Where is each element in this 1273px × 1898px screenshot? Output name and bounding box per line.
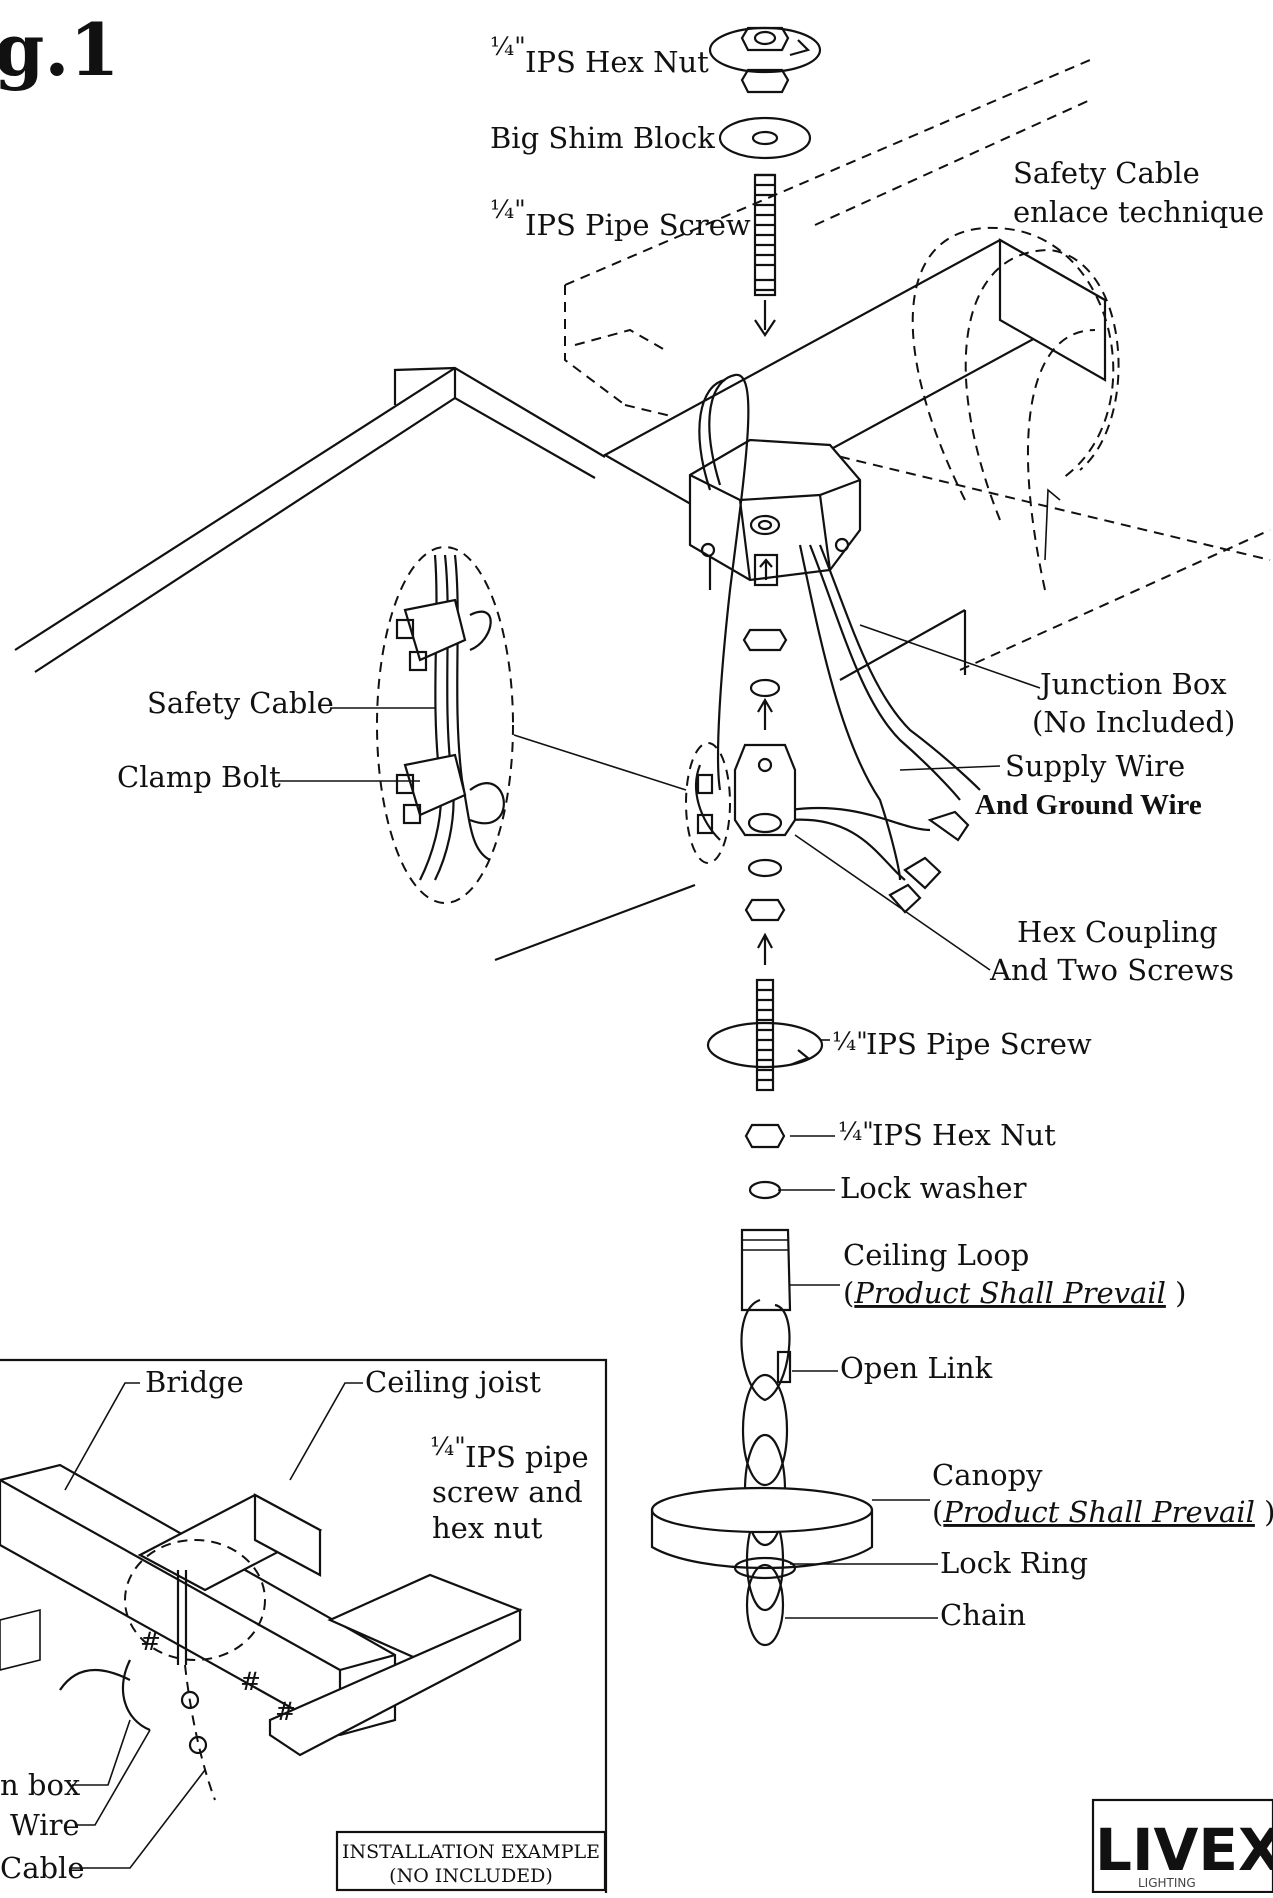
fraction-pipe-bottom: ¼" (832, 1027, 868, 1056)
label-ceiling-loop-1: Ceiling Loop (843, 1238, 1029, 1272)
label-open-link: Open Link (840, 1351, 993, 1385)
junction-box (688, 438, 862, 587)
hex-coupling-assembly (733, 628, 991, 971)
label-hex-nut-bottom: IPS Hex Nut (872, 1118, 1056, 1152)
inset-label-junction-box: n box (0, 1768, 80, 1802)
small-clamp (513, 734, 731, 864)
ceiling-joist (602, 238, 1108, 681)
left-labels: Safety Cable Clamp Bolt (117, 686, 334, 794)
fraction-hex-bottom: ¼" (838, 1117, 874, 1146)
label-pipe-screw-top: IPS Pipe Screw (525, 208, 751, 242)
label-chain: Chain (940, 1598, 1026, 1632)
bottom-hardware (650, 932, 874, 1647)
safety-cable-detail (376, 546, 514, 904)
label-clamp-bolt: Clamp Bolt (117, 760, 281, 794)
supply-wires (698, 373, 1001, 914)
label-canopy-2: (Product Shall Prevail ) (932, 1495, 1273, 1529)
safety-cable-enlace (911, 227, 1120, 591)
inset-caption-1: INSTALLATION EXAMPLE (342, 1841, 600, 1863)
inset-label-bridge: Bridge (145, 1365, 244, 1399)
label-supply-wire-2: And Ground Wire (975, 789, 1202, 821)
installation-inset: # # # Bridge Ceiling joist ¼" IPS pipe s… (0, 1358, 608, 1893)
top-labels: ¼" IPS Hex Nut Big Shim Block ¼" IPS Pip… (490, 32, 1264, 242)
label-ceiling-loop-2: (Product Shall Prevail ) (843, 1276, 1186, 1310)
inset-label-pipe-screw-3: hex nut (432, 1511, 543, 1545)
inset-label-wire: Wire (10, 1808, 80, 1842)
label-hex-coupling-2: And Two Screws (989, 953, 1234, 987)
leader-lines (275, 624, 1041, 1619)
label-supply-wire-1: Supply Wire (1005, 749, 1185, 783)
right-labels: Junction Box (No Included) Supply Wire A… (832, 667, 1273, 1632)
ceiling-slab (14, 366, 696, 962)
canopy-prevail: Product Shall Prevail (942, 1495, 1255, 1529)
figure-title: g.1 (0, 7, 120, 92)
inset-label-pipe-screw-2: screw and (432, 1475, 583, 1509)
label-hex-nut-top: IPS Hex Nut (525, 45, 709, 79)
label-lock-washer: Lock washer (840, 1171, 1027, 1205)
label-lock-ring: Lock Ring (940, 1546, 1088, 1580)
label-canopy-1: Canopy (932, 1458, 1043, 1492)
inset-label-cable: Cable (0, 1851, 84, 1885)
inset-caption-2: (NO INCLUDED) (389, 1865, 553, 1887)
inset-label-ceiling-joist: Ceiling joist (365, 1365, 541, 1399)
label-big-shim-block: Big Shim Block (490, 121, 715, 155)
logo-sub: LIGHTING (1138, 1876, 1196, 1890)
hatch-1: # (140, 1627, 161, 1656)
top-hardware (708, 26, 822, 337)
hatch-3: # (275, 1697, 296, 1726)
fraction-hex-top: ¼" (490, 32, 526, 61)
label-safety-cable-enlace-2: enlace technique (1013, 195, 1264, 229)
label-junction-box-2: (No Included) (1032, 705, 1235, 739)
logo-brand: LIVEX (1095, 1816, 1273, 1884)
inset-label-pipe-screw-1: IPS pipe (465, 1440, 589, 1474)
fraction-pipe-top: ¼" (490, 195, 526, 224)
inset-fraction: ¼" (430, 1432, 466, 1461)
label-hex-coupling-1: Hex Coupling (1017, 915, 1218, 949)
ceiling-loop-prevail: Product Shall Prevail (853, 1276, 1166, 1310)
label-junction-box-1: Junction Box (1037, 667, 1227, 701)
hatch-2: # (240, 1667, 261, 1696)
livex-logo: LIVEX LIGHTING (1091, 1798, 1273, 1894)
label-safety-cable: Safety Cable (147, 686, 334, 720)
label-safety-cable-enlace-1: Safety Cable (1013, 156, 1200, 190)
label-pipe-screw-bottom: IPS Pipe Screw (866, 1027, 1092, 1061)
